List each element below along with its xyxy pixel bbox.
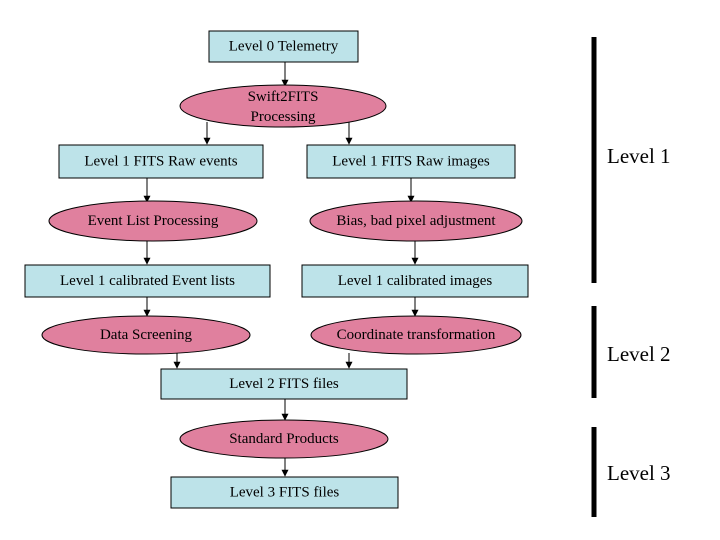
level2-label: Level 2 xyxy=(607,342,671,366)
node-level0-telemetry xyxy=(208,30,359,63)
node-swift2fits-label-line1: Swift2FITS xyxy=(248,89,319,105)
node-coordinate-transformation xyxy=(310,315,522,355)
node-level1-calibrated-event-lists-label: Level 1 calibrated Event lists xyxy=(60,273,235,289)
node-level1-raw-images-label: Level 1 FITS Raw images xyxy=(332,154,490,170)
node-coordinate-transformation-label: Coordinate transformation xyxy=(337,327,496,343)
level1-label: Level 1 xyxy=(607,144,671,168)
node-level3-fits-files-label: Level 3 FITS files xyxy=(230,485,340,501)
node-event-list-processing-label: Event List Processing xyxy=(88,213,219,229)
node-level1-raw-events xyxy=(58,144,264,179)
node-event-list-processing xyxy=(48,200,258,242)
node-level1-calibrated-event-lists xyxy=(24,264,271,298)
node-standard-products-label: Standard Products xyxy=(229,431,339,447)
node-level3-fits-files xyxy=(170,476,399,509)
node-data-screening-label: Data Screening xyxy=(100,327,193,343)
node-level1-calibrated-images-label: Level 1 calibrated images xyxy=(338,273,493,289)
node-standard-products xyxy=(179,419,389,459)
node-swift2fits-label-line2: Processing xyxy=(251,109,316,125)
node-swift2fits-processing xyxy=(179,84,387,128)
node-bias-bad-pixel-adjustment-label: Bias, bad pixel adjustment xyxy=(336,213,496,229)
node-level2-fits-files xyxy=(160,368,408,400)
node-level1-raw-images xyxy=(306,144,516,179)
node-level1-raw-events-label: Level 1 FITS Raw events xyxy=(84,154,237,170)
node-level1-calibrated-images xyxy=(301,264,529,298)
node-level0-telemetry-label: Level 0 Telemetry xyxy=(229,39,339,55)
node-data-screening xyxy=(41,315,251,355)
node-bias-bad-pixel-adjustment xyxy=(309,200,523,242)
node-level2-fits-files-label: Level 2 FITS files xyxy=(229,376,339,392)
level3-label: Level 3 xyxy=(607,461,671,485)
